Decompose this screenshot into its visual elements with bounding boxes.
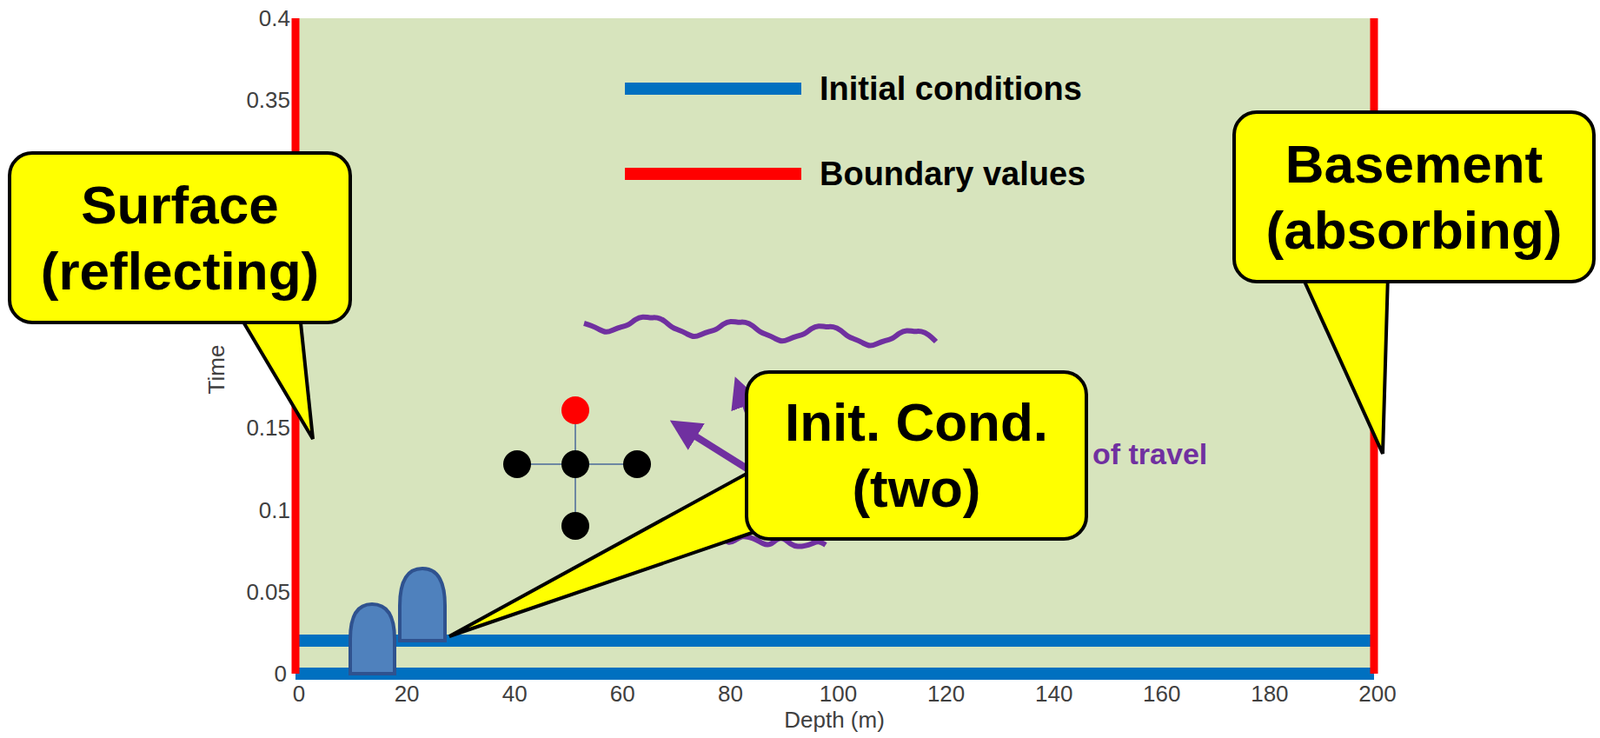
x-tick-label: 80: [717, 680, 744, 708]
x-tick-label: 100: [819, 680, 857, 708]
legend-text: Boundary values: [819, 155, 1086, 193]
x-tick-label: 180: [1250, 680, 1288, 708]
wave-line: [584, 317, 937, 346]
callout-box: Surface (reflecting): [7, 151, 352, 325]
initial-condition-line: [295, 667, 1375, 680]
axis-title: Depth (m): [783, 706, 885, 734]
plot-area: [295, 18, 1375, 674]
callout-text: Basement (absorbing): [1244, 131, 1584, 263]
callout-box: Init. Cond. (two): [744, 370, 1089, 541]
x-tick-label: 200: [1358, 680, 1396, 708]
y-tick-label: 0: [274, 660, 287, 688]
callout-pointer: [1301, 273, 1388, 454]
pulse-bump: [399, 568, 445, 641]
x-tick-label: 60: [610, 680, 636, 708]
legend-text: Initial conditions: [819, 70, 1083, 108]
callout-text: Surface (reflecting): [19, 172, 340, 304]
callout-box: Basement (absorbing): [1232, 110, 1596, 284]
callout-pointer: [449, 469, 755, 637]
legend-swatch: [624, 167, 802, 180]
axis-title: Time: [203, 345, 231, 395]
x-tick-label: 0: [292, 680, 306, 708]
callout-text: Init. Cond. (two): [756, 389, 1076, 521]
y-tick-label: 0.1: [258, 497, 291, 525]
x-tick-label: 40: [502, 680, 528, 708]
arrow-label: of travel: [1092, 437, 1208, 472]
y-tick-label: 0.4: [258, 5, 291, 33]
legend-swatch: [624, 82, 802, 95]
x-tick-label: 160: [1142, 680, 1181, 708]
x-tick-label: 20: [394, 680, 420, 708]
x-tick-label: 140: [1035, 680, 1073, 708]
y-tick-label: 0.35: [245, 86, 291, 114]
y-tick-label: 0.15: [245, 414, 291, 442]
initial-condition-line: [295, 634, 1375, 647]
pulse-bump: [350, 604, 395, 674]
y-tick-label: 0.05: [245, 578, 291, 606]
stencil: [503, 396, 651, 540]
x-tick-label: 120: [927, 680, 965, 708]
